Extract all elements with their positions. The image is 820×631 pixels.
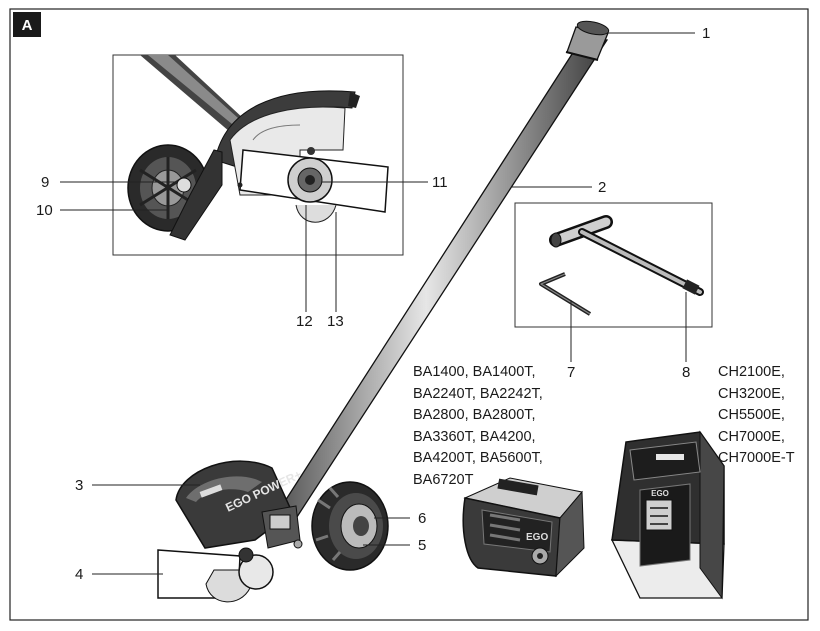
tools-inset bbox=[514, 202, 713, 362]
inset-lever bbox=[169, 149, 223, 241]
battery-model-line: BA2240T, BA2242T, bbox=[413, 385, 543, 402]
figure-tag-box bbox=[13, 12, 41, 37]
charger-model-list: CH2100E, CH3200E, CH5500E, CH7000E, CH70… bbox=[718, 362, 795, 470]
charger-model-line: CH2100E, bbox=[718, 364, 785, 380]
blade-hub bbox=[238, 554, 274, 590]
callout-5: 5 bbox=[418, 537, 426, 554]
outer-frame bbox=[9, 8, 809, 621]
callout-labels: 1 2 3 4 5 6 7 8 9 10 11 12 13 bbox=[36, 25, 710, 583]
callout-3: 3 bbox=[75, 477, 83, 494]
battery-model-line: BA1400, BA1400T, bbox=[413, 364, 536, 380]
battery-model-line: BA2800, BA2800T, bbox=[413, 407, 536, 423]
figure-tag: A bbox=[22, 17, 33, 34]
battery-model-line: BA3360T, BA4200, bbox=[413, 428, 536, 445]
callout-10: 10 bbox=[36, 202, 53, 219]
blade-detail-inset bbox=[60, 54, 428, 312]
callout-1: 1 bbox=[702, 25, 710, 42]
edger-head: EGO POWER+ bbox=[92, 460, 410, 603]
callout-12: 12 bbox=[296, 313, 313, 330]
callout-6: 6 bbox=[418, 510, 426, 527]
battery-pack: EGO bbox=[462, 477, 585, 578]
charger: EGO bbox=[610, 430, 725, 600]
battery-model-list: BA1400, BA1400T, BA2240T, BA2242T, BA280… bbox=[413, 362, 543, 491]
charger-model-line: CH5500E, bbox=[718, 407, 785, 423]
battery-model-line: BA6720T bbox=[413, 471, 474, 488]
battery-brand: EGO bbox=[526, 532, 548, 543]
callout-9: 9 bbox=[41, 174, 49, 191]
callout-13: 13 bbox=[327, 313, 344, 330]
battery-model-line: BA4200T, BA5600T, bbox=[413, 450, 543, 466]
charger-model-line: CH7000E, bbox=[718, 428, 785, 445]
callout-2: 2 bbox=[598, 179, 606, 196]
charger-model-line: CH7000E-T bbox=[718, 450, 795, 466]
callout-11: 11 bbox=[432, 174, 448, 191]
charger-brand: EGO bbox=[651, 489, 669, 498]
charger-model-line: CH3200E, bbox=[718, 385, 785, 402]
callout-8: 8 bbox=[682, 364, 690, 381]
callout-7: 7 bbox=[567, 364, 575, 381]
callout-4: 4 bbox=[75, 566, 83, 583]
